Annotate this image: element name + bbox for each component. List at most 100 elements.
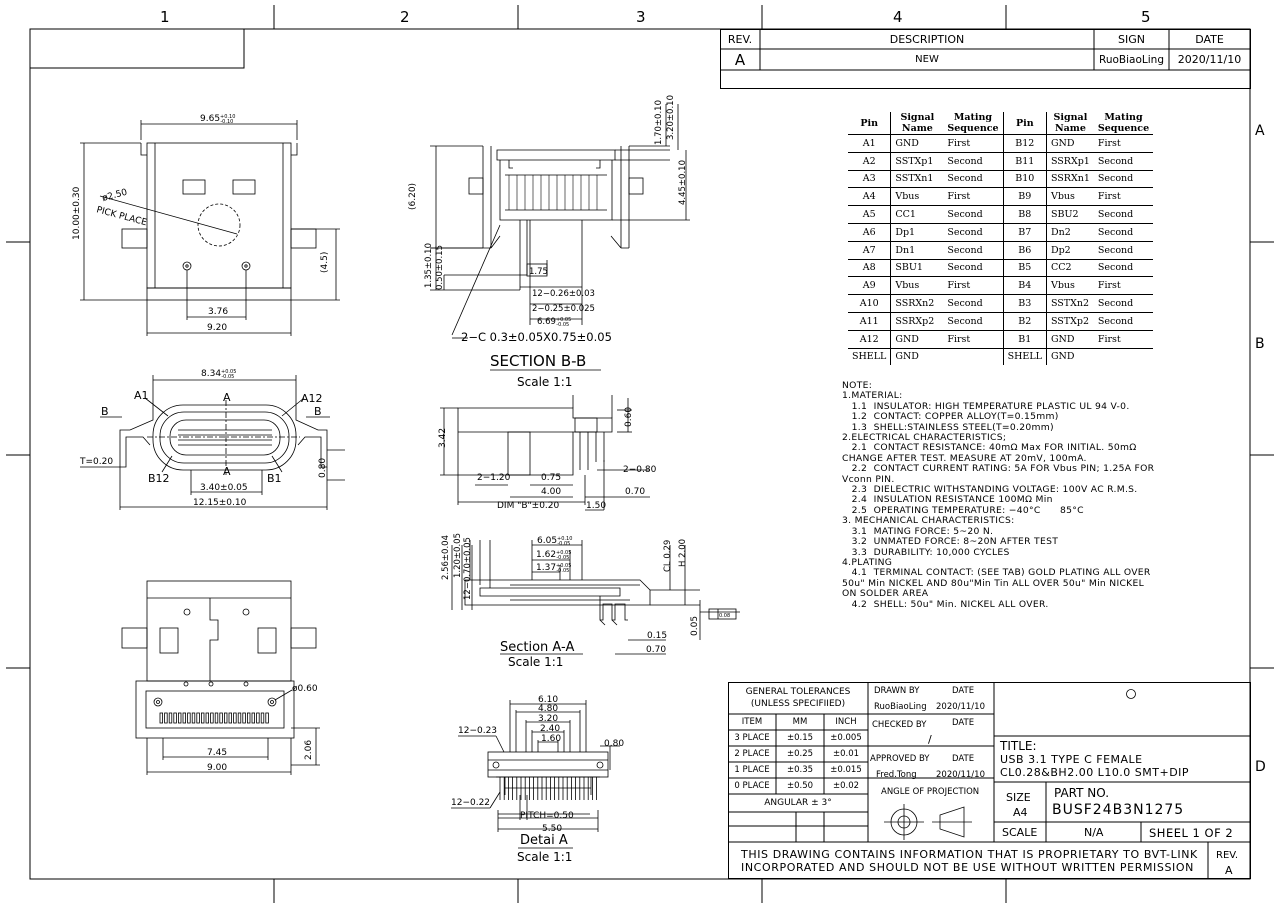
pin-cell-a-sig: Vbus — [890, 187, 944, 207]
pin-cell-b-pin: B9 — [1002, 187, 1047, 207]
svg-text:9.00: 9.00 — [207, 763, 227, 773]
tolerance-cell: 1 PLACE — [734, 765, 770, 775]
pin-cell-b-seq: Second — [1093, 294, 1154, 313]
zone-col-2: 2 — [400, 8, 410, 26]
approved-date-label: DATE — [952, 754, 975, 764]
pin-cell-a-seq: Second — [943, 152, 1004, 171]
bottom-pin-mark — [256, 712, 260, 724]
rev-value-bottom: A — [1225, 864, 1233, 877]
tolerance-cell: ±0.01 — [832, 749, 860, 759]
pin-cell-a-pin: A10 — [848, 294, 891, 313]
tolerance-cell: ±0.015 — [830, 765, 862, 775]
part-no-label: PART NO. — [1054, 786, 1110, 800]
pin-cell-a-sig: Dn1 — [890, 241, 944, 260]
pin-cell-a-pin: A6 — [848, 223, 891, 242]
note-line: 4.PLATING — [842, 556, 893, 568]
svg-text:B1: B1 — [267, 472, 282, 485]
zone-row-d: D — [1255, 759, 1266, 775]
pin-cell-b-seq: Second — [1093, 205, 1154, 224]
svg-text:A1: A1 — [134, 389, 149, 402]
sign-header: SIGN — [1118, 32, 1145, 46]
svg-text:B: B — [101, 405, 109, 418]
pin-cell-b-sig: Dp2 — [1045, 241, 1094, 260]
scale-label: SCALE — [1002, 826, 1038, 839]
pin-cell-b-pin: B7 — [1002, 223, 1047, 242]
pin-cell-a-seq: Second — [943, 241, 1004, 260]
size-value: A4 — [1013, 806, 1028, 819]
note-line: 50u" Min NICKEL AND 80u"Min Tin ALL OVER… — [842, 577, 1145, 589]
pin-cell-b-seq: Second — [1093, 223, 1154, 242]
pin-cell-b-pin: SHELL — [1002, 348, 1047, 366]
date-header: DATE — [1195, 32, 1224, 46]
svg-text:0.50±0.15: 0.50±0.15 — [435, 245, 445, 290]
svg-text:H 2.00: H 2.00 — [678, 539, 688, 567]
pin-cell-b-sig: Dn2 — [1045, 223, 1094, 242]
pin-cell-a-pin: A1 — [848, 134, 891, 153]
pin-cell-b-pin: B3 — [1002, 294, 1047, 313]
pin-cell-a-sig: SSRXp2 — [890, 312, 944, 331]
pin-cell-a-pin: A9 — [848, 276, 891, 296]
bottom-pin-mark — [246, 712, 251, 724]
pin-cell-b-pin: B6 — [1002, 241, 1047, 260]
section-aa-view — [451, 540, 740, 655]
tolerance-cell: 2 PLACE — [734, 749, 770, 759]
bottom-pin-mark — [173, 712, 177, 724]
approved-by-label: APPROVED BY — [870, 754, 930, 764]
svg-text:1.70±0.10: 1.70±0.10 — [654, 100, 664, 145]
bottom-pin-mark — [237, 712, 242, 724]
svg-text:2−1.20: 2−1.20 — [477, 473, 511, 483]
tolerance-cell: ±0.25 — [786, 749, 814, 759]
note-line: 2.2 CONTACT CURRENT RATING: 5A FOR Vbus … — [842, 463, 1155, 475]
detail-a-view — [451, 700, 620, 832]
svg-text:0.75: 0.75 — [541, 473, 561, 483]
zone-col-4: 4 — [893, 8, 903, 26]
svg-text:12−0.22: 12−0.22 — [451, 798, 490, 808]
pin-cell-a-pin: A7 — [848, 241, 891, 260]
note-line: 4.2 SHELL: 50u" Min. NICKEL ALL OVER. — [842, 598, 1049, 610]
pin-cell-a-seq: First — [943, 276, 1004, 296]
pin-cell-b-pin: B10 — [1002, 170, 1047, 189]
svg-text:0.05: 0.05 — [690, 616, 700, 636]
svg-text:5.50: 5.50 — [542, 824, 562, 834]
pin-cell-a-sig: SSTXp1 — [890, 152, 944, 171]
pin-cell-a-sig: SSRXn2 — [890, 294, 944, 313]
bottom-pin-mark — [219, 712, 223, 724]
svg-text:3.76: 3.76 — [208, 307, 228, 317]
size-label: SIZE — [1006, 791, 1031, 804]
tolerances-header-2: (UNLESS SPECIFIIED) — [750, 699, 846, 709]
note-line: 2.ELECTRICAL CHARACTERISTICS; — [842, 432, 1007, 444]
pin-cell-a-sig: Vbus — [890, 276, 944, 296]
bottom-pin-mark — [168, 712, 173, 724]
svg-text:2−0.25±0.025: 2−0.25±0.025 — [532, 304, 595, 314]
checked-date-label: DATE — [952, 718, 975, 728]
notes-block: NOTE:1.MATERIAL: 1.1 INSULATOR: HIGH TEM… — [842, 380, 1155, 610]
pin-cell-a-pin: A11 — [848, 312, 891, 331]
bottom-pin-mark — [223, 712, 228, 724]
svg-text:6.69+0.05-0.05: 6.69+0.05-0.05 — [537, 317, 571, 328]
bottom-pin-mark — [196, 712, 200, 724]
pin-cell-b-pin: B1 — [1002, 330, 1047, 349]
drawn-date-label: DATE — [952, 686, 975, 696]
svg-text:4.80: 4.80 — [538, 704, 558, 714]
tolerance-cell: ±0.02 — [832, 781, 860, 791]
tolerance-cell: 3 PLACE — [734, 733, 770, 743]
zone-col-5: 5 — [1141, 8, 1151, 26]
bottom-pin-mark — [159, 712, 163, 724]
tol-col-item: ITEM — [741, 717, 763, 727]
note-line: Vconn PIN. — [842, 473, 895, 485]
svg-text:8.34+0.05-0.05: 8.34+0.05-0.05 — [201, 369, 236, 380]
note-line: 1.MATERIAL: — [842, 390, 903, 402]
zone-col-3: 3 — [636, 8, 646, 26]
pin-cell-a-sig: SBU1 — [890, 259, 944, 278]
pin-cell-a-sig: Dp1 — [890, 223, 944, 242]
pin-cell-b-sig: Vbus — [1045, 187, 1094, 207]
pin-cell-b-sig: SSTXn2 — [1045, 294, 1094, 313]
